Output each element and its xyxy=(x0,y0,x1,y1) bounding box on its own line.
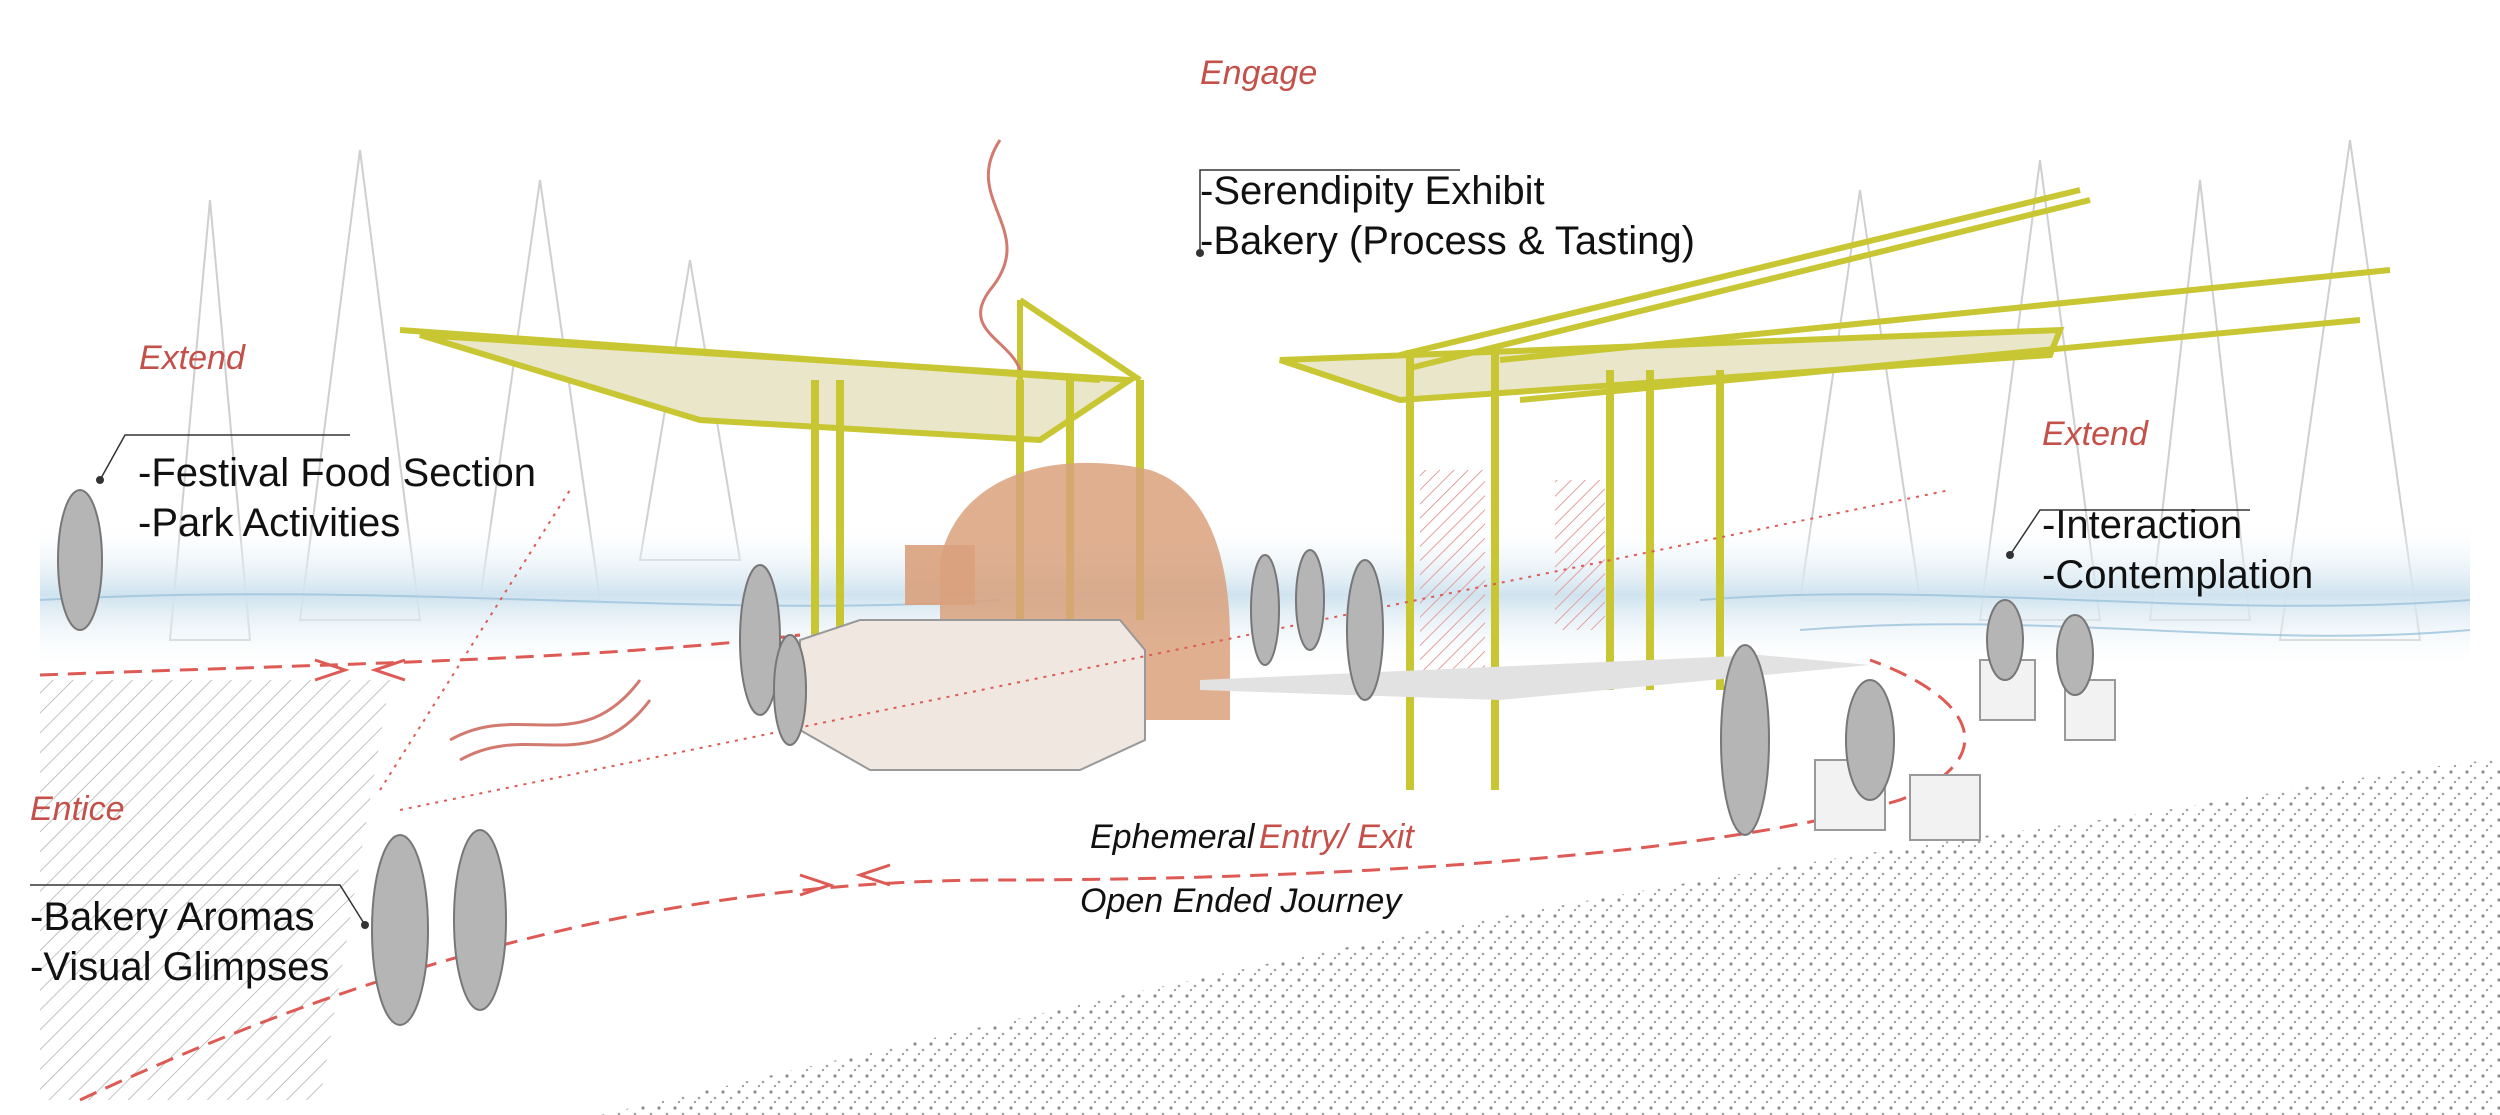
person xyxy=(774,635,806,745)
person xyxy=(1987,600,2023,680)
exhibit-screen xyxy=(1555,480,1605,630)
aroma-wisps xyxy=(450,680,650,760)
engage-item: -Serendipity Exhibit xyxy=(1200,166,1695,216)
entice-item: -Visual Glimpses xyxy=(30,942,329,992)
person xyxy=(1846,680,1894,800)
person xyxy=(58,490,102,630)
oven-hood xyxy=(905,545,975,605)
aroma-line xyxy=(460,700,650,760)
engage-item: -Bakery (Process & Tasting) xyxy=(1200,216,1695,266)
entry-exit-text: Entry/ Exit xyxy=(1259,818,1414,856)
stool xyxy=(1910,775,1980,840)
exhibit-screen xyxy=(1420,470,1485,670)
person xyxy=(2057,615,2093,695)
leader-dot xyxy=(361,921,369,929)
engage-items: -Serendipity Exhibit -Bakery (Process & … xyxy=(1200,166,1695,266)
person xyxy=(1721,645,1769,835)
person xyxy=(1251,555,1279,665)
extend-right-item: -Interaction xyxy=(2042,500,2313,550)
leader-dot xyxy=(96,476,104,484)
roof-peak xyxy=(1020,300,1140,380)
extend-left-item: -Park Activities xyxy=(138,498,536,548)
engage-heading: Engage xyxy=(1200,56,1317,90)
extend-left-items: -Festival Food Section -Park Activities xyxy=(138,448,536,548)
entice-items: -Bakery Aromas -Visual Glimpses xyxy=(30,892,329,992)
aroma-line xyxy=(450,680,640,740)
arrow xyxy=(800,875,830,895)
person xyxy=(372,835,428,1025)
extend-left-item: -Festival Food Section xyxy=(138,448,536,498)
entice-heading: Entice xyxy=(30,792,125,826)
leader-dot xyxy=(2006,551,2014,559)
smoke-wisp xyxy=(981,140,1020,370)
extend-left-heading: Extend xyxy=(139,341,245,375)
ground-stipple xyxy=(600,760,2500,1115)
person xyxy=(454,830,506,1010)
ephemeral-text: Ephemeral xyxy=(1090,818,1254,856)
entice-item: -Bakery Aromas xyxy=(30,892,329,942)
person xyxy=(1296,550,1324,650)
entry-exit-label: Ephemeral Entry/ Exit xyxy=(1090,820,1414,854)
ground-hatch xyxy=(40,680,390,1100)
extend-right-item: -Contemplation xyxy=(2042,550,2313,600)
open-ended-journey-label: Open Ended Journey xyxy=(1080,884,1401,918)
extend-right-heading: Extend xyxy=(2042,417,2148,451)
person xyxy=(1347,560,1383,700)
bakery-counter xyxy=(800,620,1145,770)
extend-right-items: -Interaction -Contemplation xyxy=(2042,500,2313,600)
arrow xyxy=(860,865,890,885)
